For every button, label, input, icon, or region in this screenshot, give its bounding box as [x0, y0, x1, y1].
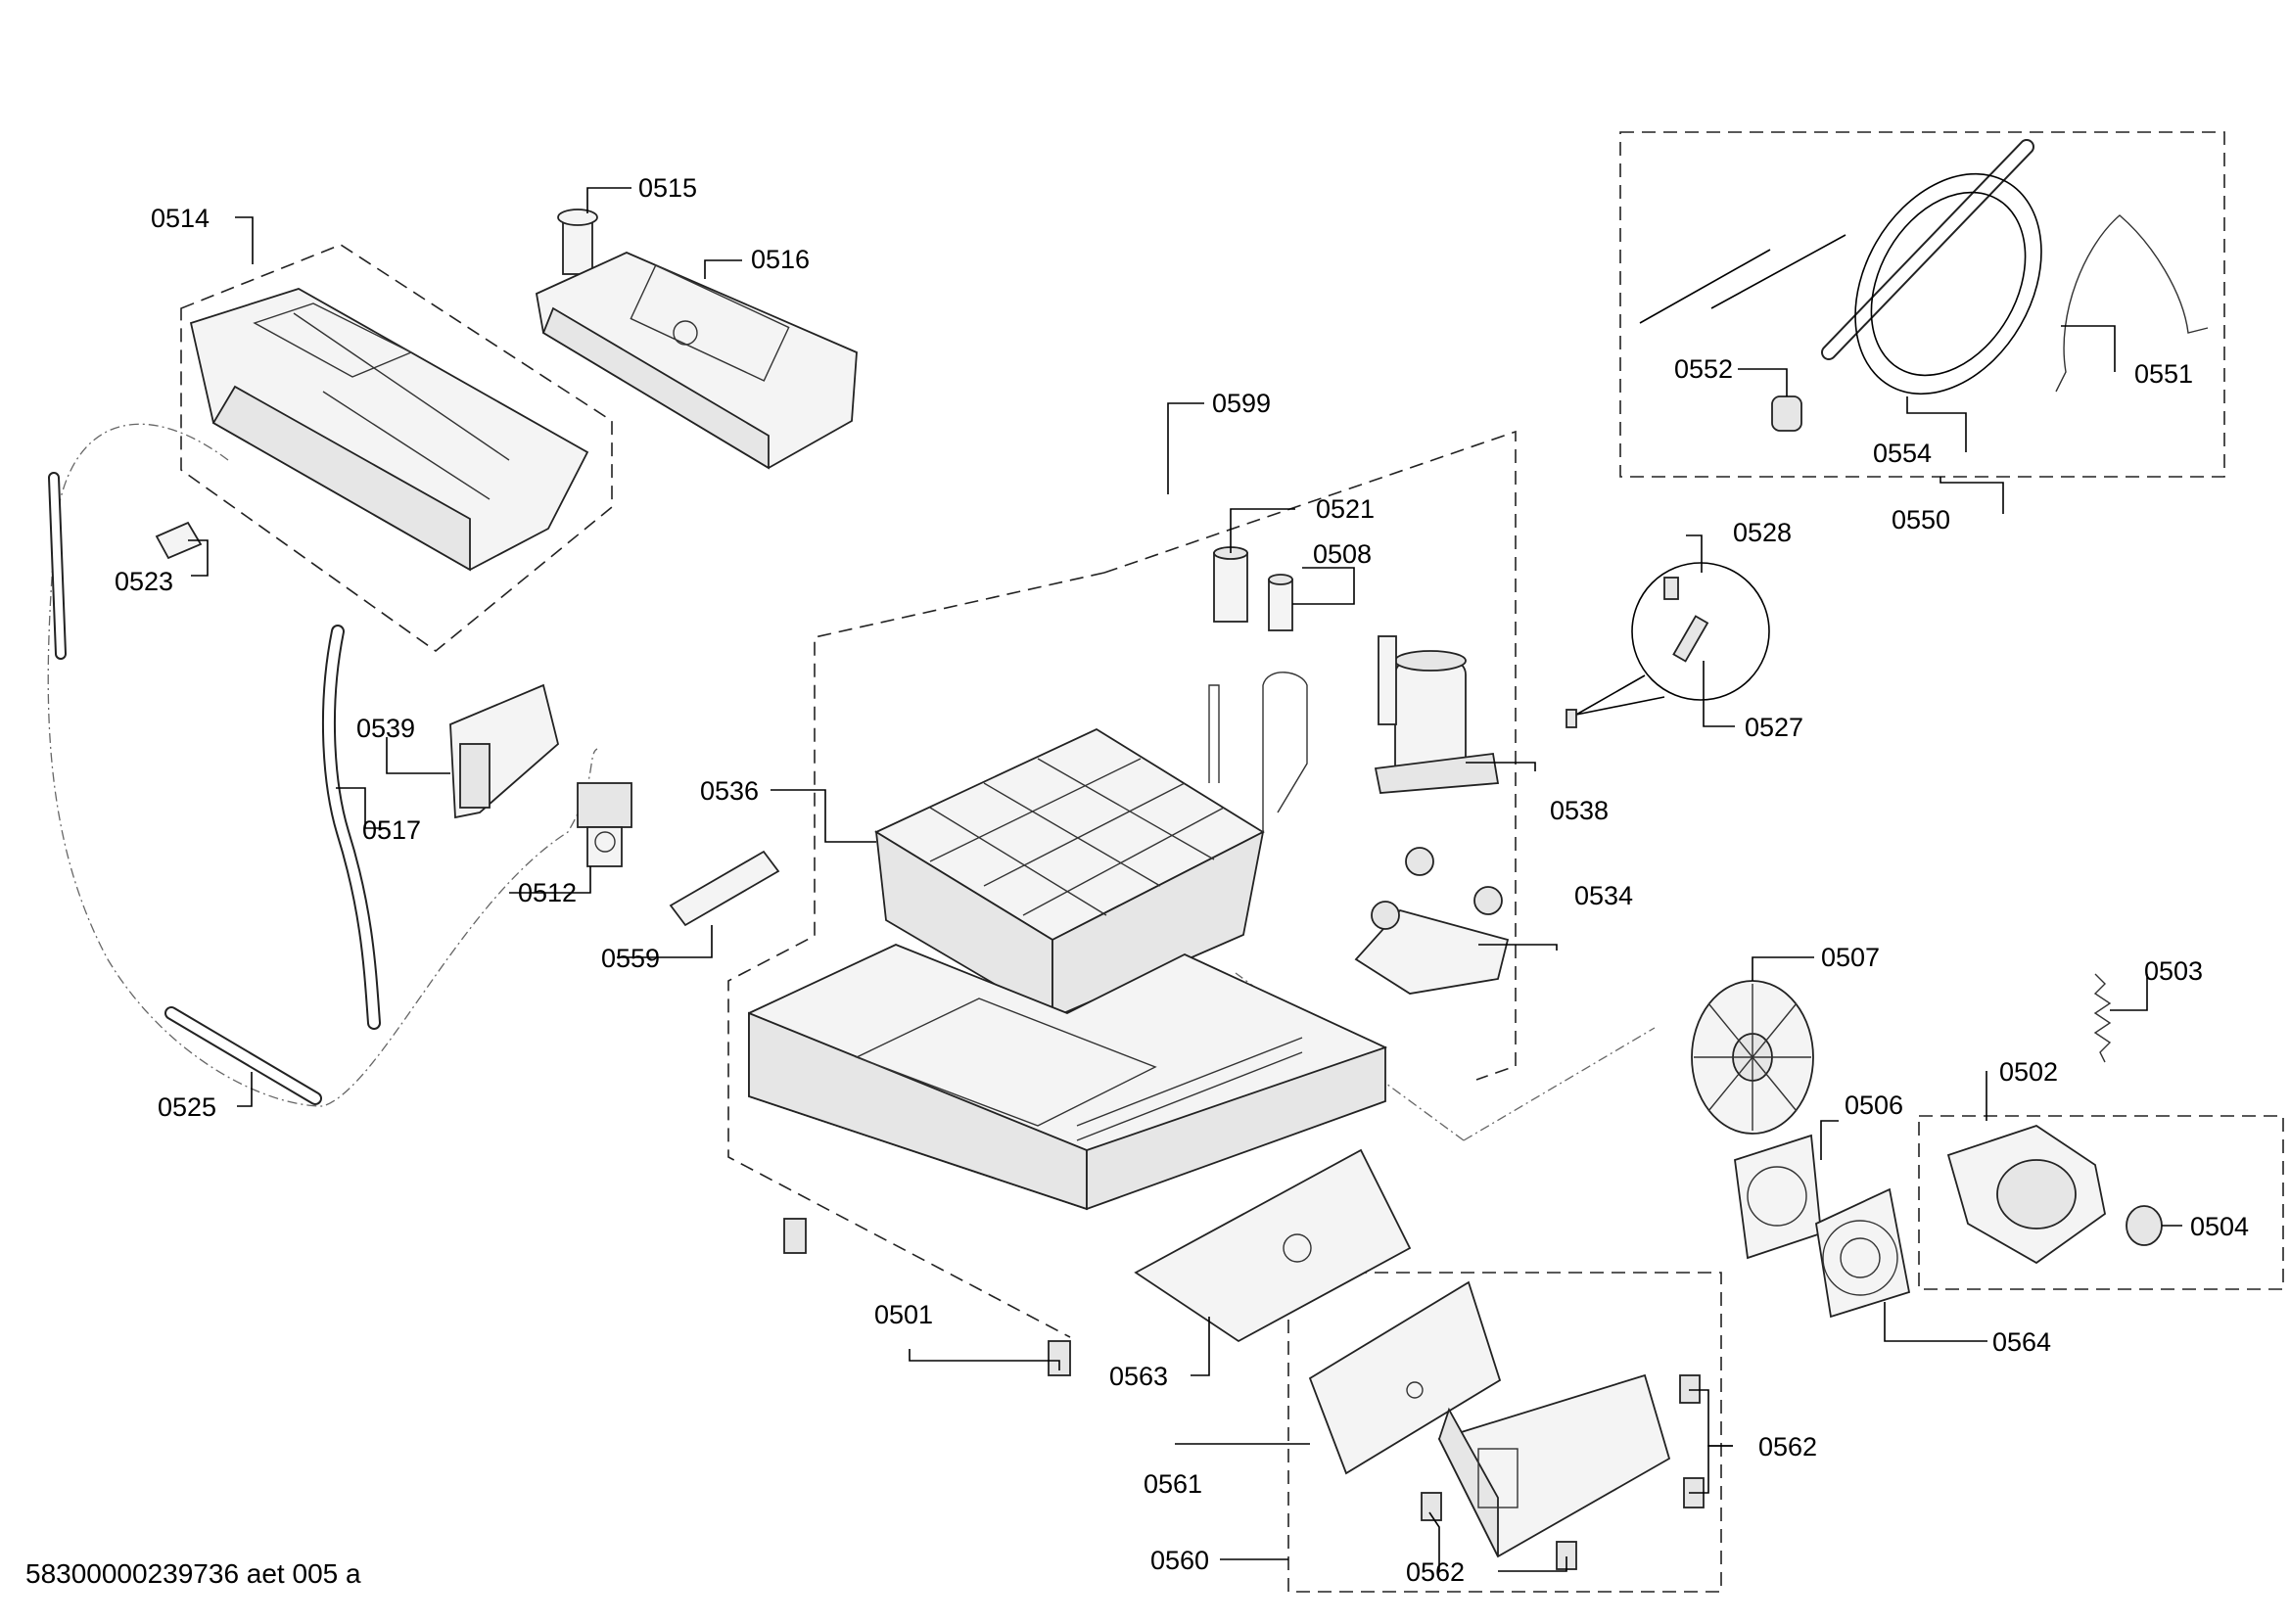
- group-box-0560: [1287, 1272, 1722, 1593]
- label-0503: 0503: [2144, 956, 2203, 986]
- label-0562-bottom: 0562: [1406, 1557, 1465, 1587]
- label-0523: 0523: [115, 567, 173, 596]
- part-0516-container-unit: [535, 209, 858, 470]
- part-0512-pump: [577, 782, 632, 867]
- part-0504-cap: [2126, 1205, 2163, 1246]
- label-0527: 0527: [1745, 713, 1803, 742]
- label-0517: 0517: [362, 815, 421, 845]
- label-0539: 0539: [356, 714, 415, 743]
- label-0550: 0550: [1892, 505, 1950, 534]
- part-0564-fan-housing: [1815, 1187, 1911, 1319]
- document-code: 58300000239736 aet 005 a: [25, 1558, 361, 1589]
- part-0561-cover: [1308, 1280, 1502, 1475]
- part-0534-mount-plate: [1354, 847, 1510, 995]
- hose-route-line: [47, 423, 598, 1107]
- label-0538: 0538: [1550, 796, 1609, 825]
- label-0551: 0551: [2134, 359, 2193, 389]
- label-0516: 0516: [751, 245, 810, 274]
- label-0561: 0561: [1144, 1469, 1202, 1499]
- label-0506: 0506: [1845, 1090, 1903, 1120]
- label-0534: 0534: [1574, 881, 1633, 910]
- label-0502: 0502: [1999, 1057, 2058, 1087]
- leader-lines: [188, 187, 2182, 1572]
- part-0560-housing: [1437, 1373, 1671, 1558]
- part-0503-spring: [2093, 973, 2112, 1063]
- label-0554: 0554: [1873, 439, 1932, 468]
- part-0514-water-tray: [189, 288, 589, 572]
- part-0521-capacitor: [1213, 546, 1248, 623]
- part-0502-motor: [1946, 1125, 2106, 1265]
- part-0563-flap: [1134, 1148, 1412, 1343]
- group-box-0514: [180, 244, 613, 653]
- part-0559-holder: [669, 850, 780, 927]
- part-0536-heat-exchanger: [874, 672, 1308, 1020]
- label-0552: 0552: [1674, 354, 1733, 384]
- part-0507-fan-wheel: [1691, 980, 1814, 1135]
- group-box-0502: [1918, 1115, 2284, 1290]
- label-0525: 0525: [158, 1092, 216, 1122]
- group-box-0599: [727, 430, 1517, 1338]
- label-0507: 0507: [1821, 943, 1880, 972]
- part-0525-hose: [48, 472, 322, 1105]
- label-0521: 0521: [1316, 494, 1375, 524]
- label-0528: 0528: [1733, 518, 1792, 547]
- label-0560: 0560: [1150, 1546, 1209, 1575]
- part-0550-kit: [1639, 139, 2209, 432]
- label-0501: 0501: [874, 1300, 933, 1329]
- label-0599: 0599: [1212, 389, 1271, 418]
- group-box-0550: [1619, 131, 2225, 478]
- part-0599-base: [748, 944, 1388, 1211]
- label-0563: 0563: [1109, 1362, 1168, 1391]
- part-0562-clips: [1421, 1374, 1705, 1570]
- part-0517-hose: [321, 625, 381, 1030]
- label-0514: 0514: [151, 204, 210, 233]
- part-0538-compressor: [1374, 635, 1500, 794]
- label-0562-right: 0562: [1758, 1432, 1817, 1462]
- part-0501-feet: [783, 1218, 1071, 1376]
- label-0512: 0512: [518, 878, 577, 907]
- label-0508: 0508: [1313, 539, 1372, 569]
- part-0523-clip: [155, 521, 203, 560]
- part-0539-bracket: [449, 683, 560, 819]
- part-0527-sensor: [1566, 562, 1770, 728]
- label-0515: 0515: [638, 173, 697, 203]
- label-0564: 0564: [1992, 1327, 2051, 1357]
- label-0504: 0504: [2190, 1212, 2249, 1241]
- part-labels: 0514 0515 0516 0523 0539 0517 0512 0559 …: [115, 173, 2249, 1587]
- label-0536: 0536: [700, 776, 759, 806]
- label-0559: 0559: [601, 944, 660, 973]
- part-0506-fan: [1734, 1134, 1822, 1260]
- part-0508-capacitor: [1268, 574, 1293, 631]
